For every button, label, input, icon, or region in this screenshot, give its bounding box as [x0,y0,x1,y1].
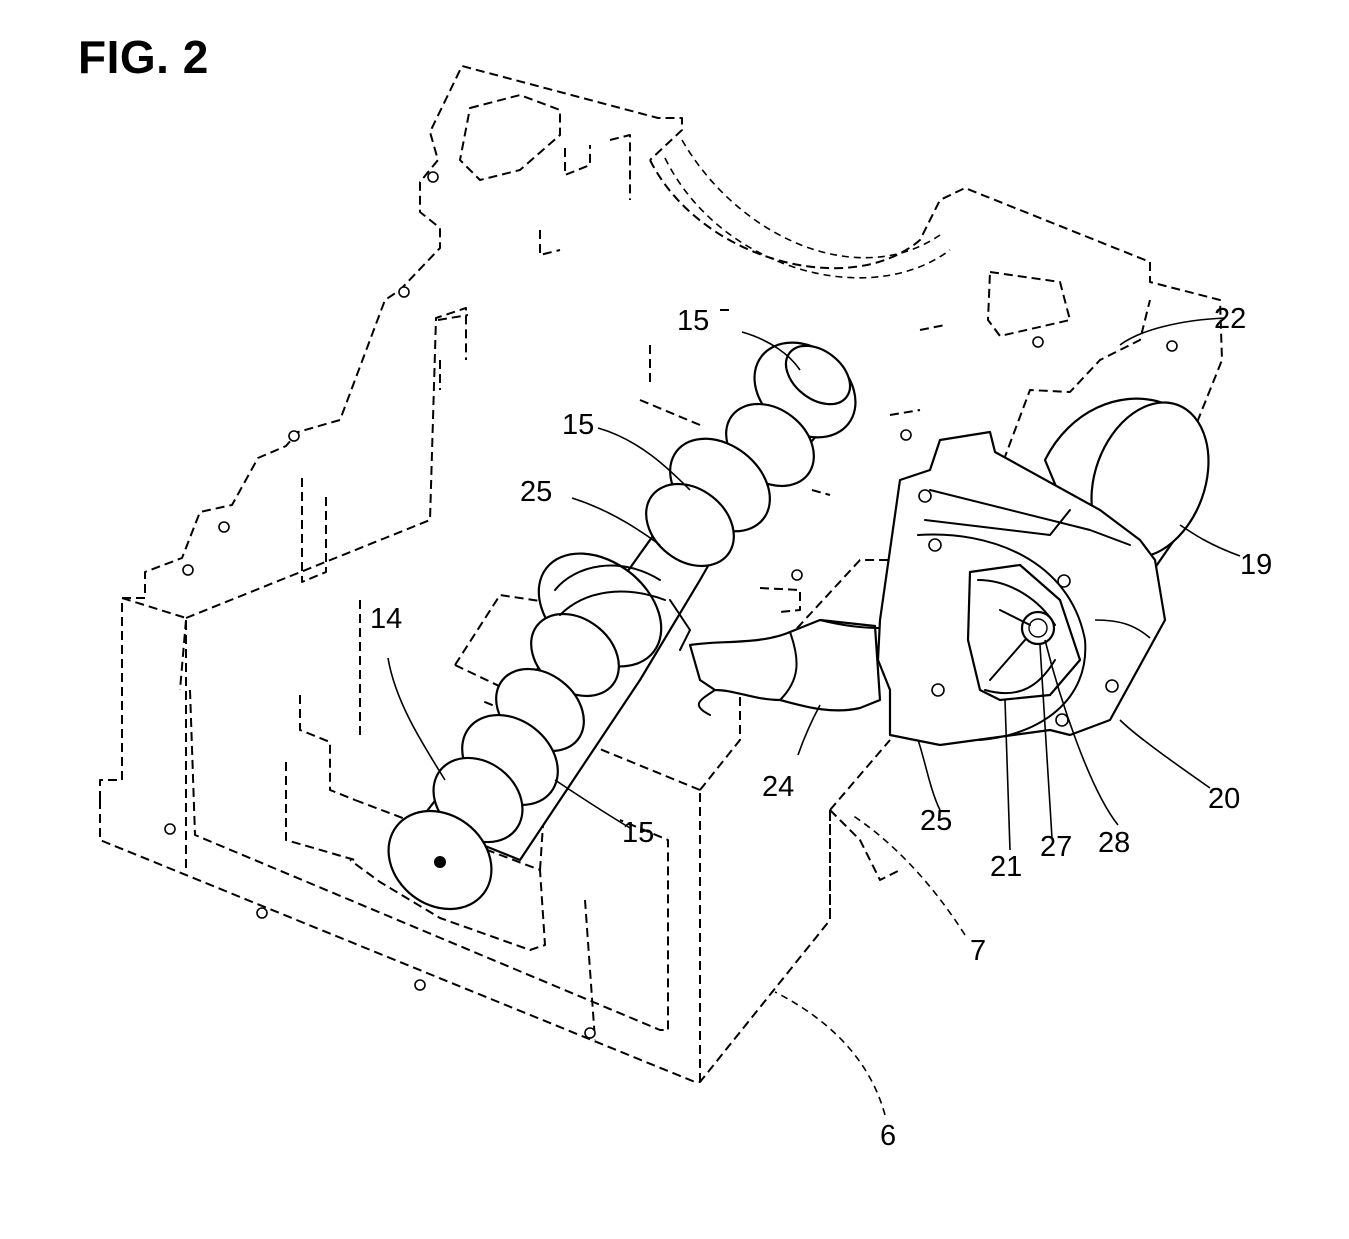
label-pin: 27 [1040,831,1072,863]
label-wall: 7 [970,935,986,967]
label-drive-arm: 24 [762,771,794,803]
reference-numerals: 14 15 15 25 15 24 19 22 20 28 27 21 25 7… [370,303,1272,1152]
label-motor: 19 [1240,549,1272,581]
label-bearing-lower: 25 [920,805,952,837]
label-cam-lower: 15 [622,817,654,849]
label-housing: 20 [1208,783,1240,815]
label-camshaft: 14 [370,603,402,635]
label-shaft: 28 [1098,827,1130,859]
label-block: 6 [880,1120,896,1152]
label-cam-upper: 15 [562,409,594,441]
camshaft [387,341,857,911]
label-bearing-upper: 25 [520,476,552,508]
figure-title: FIG. 2 [78,31,209,83]
label-cam-top: 15 [677,305,709,337]
label-gear: 21 [990,851,1022,883]
pump-assembly [876,397,1210,747]
drive-arm [688,618,882,716]
label-cover: 22 [1214,303,1246,335]
leader-lines [387,317,1241,1116]
